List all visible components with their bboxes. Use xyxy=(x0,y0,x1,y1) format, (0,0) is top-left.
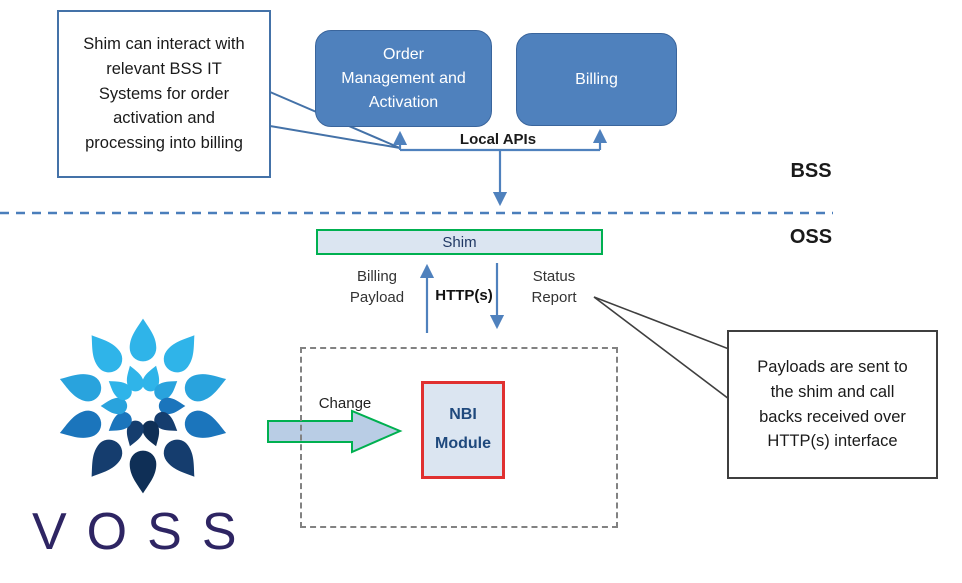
local-apis-label: Local APIs xyxy=(459,131,537,148)
billing-payload-label: Billing Payload xyxy=(349,268,405,306)
callout-left-note: Shim can interact with relevant BSS IT S… xyxy=(57,10,271,178)
nbi-container-box xyxy=(300,347,618,528)
logo-petal xyxy=(126,420,144,447)
bss-layer-label: BSS xyxy=(790,160,832,182)
billing-box: Billing xyxy=(516,33,677,126)
callout-right-note: Payloads are sent to the shim and call b… xyxy=(727,330,938,479)
logo-petal xyxy=(91,439,123,477)
logo-petal xyxy=(158,397,186,415)
logo-petal xyxy=(108,411,132,431)
logo-petal xyxy=(108,381,132,401)
logo-petal xyxy=(59,374,102,402)
change-label: Change xyxy=(318,395,372,412)
logo-petal xyxy=(163,335,195,373)
logo-petal xyxy=(100,397,128,415)
logo-petal xyxy=(163,439,195,477)
logo-petal xyxy=(142,365,160,392)
logo-petal xyxy=(91,335,123,373)
shim-box: Shim xyxy=(316,229,603,255)
logo-petal xyxy=(129,318,157,362)
logo-petal xyxy=(142,420,160,447)
nbi-module-box: NBI Module xyxy=(421,381,505,479)
order-management-box: Order Management and Activation xyxy=(315,30,492,127)
voss-wordmark: VOSS xyxy=(32,503,257,561)
logo-petal xyxy=(154,381,178,401)
oss-layer-label: OSS xyxy=(789,226,833,248)
logo-petal xyxy=(184,410,227,438)
voss-logo-icon xyxy=(59,318,227,494)
logo-petal xyxy=(59,410,102,438)
logo-petal xyxy=(184,374,227,402)
logo-petal xyxy=(154,411,178,431)
status-report-label: Status Report xyxy=(531,268,577,306)
logo-petal xyxy=(126,365,144,392)
logo-petal xyxy=(129,450,157,494)
http-label: HTTP(s) xyxy=(435,287,493,304)
